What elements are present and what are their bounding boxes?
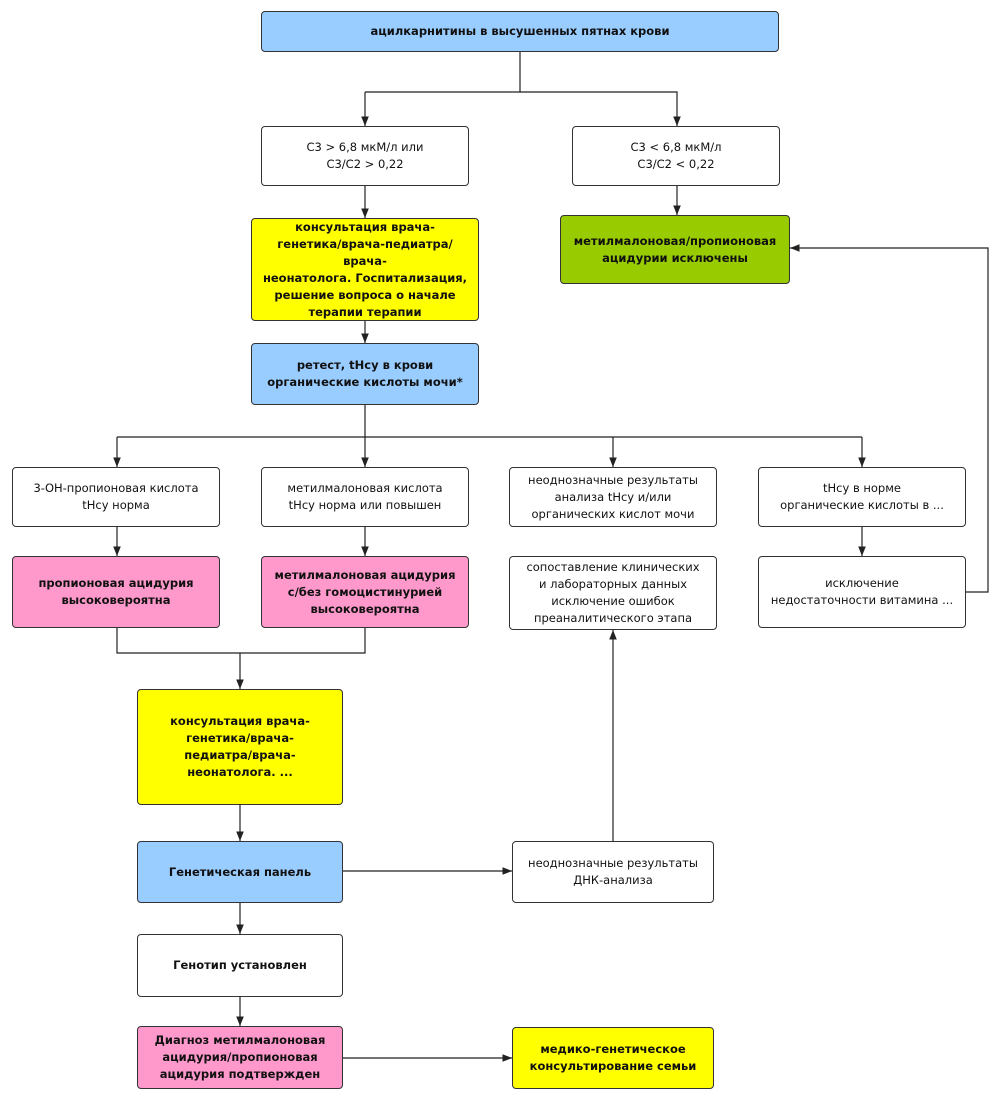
node-excluded: метилмалоновая/пропионовая ацидурии искл… [560, 215, 790, 284]
node-vitamin-exclusion: исключение недостаточности витамина ... [758, 556, 966, 628]
node-mma-likely: метилмалоновая ацидурия с/без гомоцистин… [261, 556, 469, 628]
node-acylcarnitines: ацилкарнитины в высушенных пятнах крови [261, 11, 779, 52]
connector-root-branches [365, 52, 521, 93]
node-ambiguous-analysis: неоднозначные результаты анализа tHcy и/… [509, 467, 717, 527]
node-genetic-panel: Генетическая панель [137, 841, 343, 903]
node-thcy-normal: tHcy в норме органические кислоты в ... [758, 467, 966, 527]
node-retest: ретест, tHcy в крови органические кислот… [251, 343, 479, 405]
node-consult-second: консультация врача- генетика/врача- педи… [137, 689, 343, 805]
node-c3-high: C3 > 6,8 мкМ/л или C3/C2 > 0,22 [261, 126, 469, 186]
node-oh-propionic: 3-ОН-пропионовая кислота tHcy норма [12, 467, 220, 527]
node-consult-initial: консультация врача- генетика/врача-педиа… [251, 218, 479, 321]
node-c3-low: C3 < 6,8 мкМ/л C3/C2 < 0,22 [572, 126, 780, 186]
node-dna-ambiguous: неоднозначные результаты ДНК-анализа [512, 841, 714, 903]
connector-likely-merge [116, 628, 366, 654]
arrow-vitamin-to-excluded [790, 244, 989, 593]
node-genotype: Генотип установлен [137, 934, 343, 997]
node-family-counseling: медико-генетическое консультирование сем… [512, 1027, 714, 1089]
node-diagnosis: Диагноз метилмалоновая ацидурия/пропионо… [137, 1026, 343, 1089]
arrow-to-c3-low [520, 91, 681, 126]
node-comparison: сопоставление клинических и лабораторных… [509, 556, 717, 630]
node-methylmalonic-acid: метилмалоновая кислота tHcy норма или по… [261, 467, 469, 527]
node-propionic-likely: пропионовая ацидурия высоковероятна [12, 556, 220, 628]
